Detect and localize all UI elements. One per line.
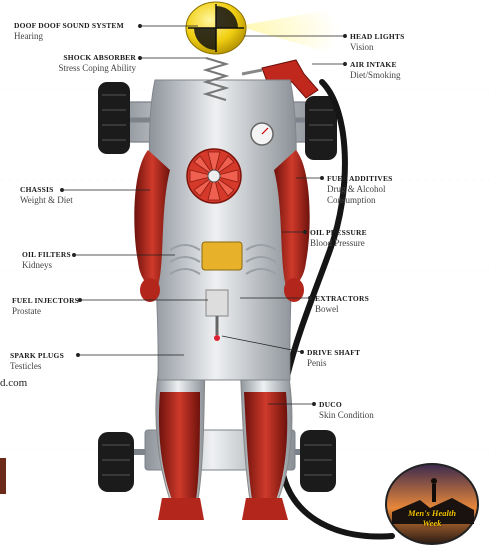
label-doof-doof-title: DOOF DOOF SOUND SYSTEM	[14, 20, 124, 31]
label-duco: DUCO Skin Condition	[319, 399, 374, 421]
label-fuel-injectors-title: FUEL INJECTORS	[12, 295, 79, 306]
label-drive-shaft-title: DRIVE SHAFT	[307, 347, 360, 358]
label-air-intake-sub: Diet/Smoking	[350, 70, 401, 81]
label-fuel-additives-title: FUEL ADDITIVES	[327, 173, 393, 184]
badge-line1: Men's Health	[408, 508, 456, 518]
crash-test-head	[186, 2, 246, 54]
label-duco-sub: Skin Condition	[319, 410, 374, 421]
label-fuel-injectors-sub: Prostate	[12, 306, 79, 317]
label-head-lights-sub: Vision	[350, 42, 405, 53]
label-oil-filters-sub: Kidneys	[22, 260, 71, 271]
label-chassis-title: CHASSIS	[20, 184, 73, 195]
badge-line2: Week	[423, 518, 442, 528]
label-extractors-sub: Bowel	[315, 304, 369, 315]
label-shock-absorber-title: SHOCK ABSORBER	[20, 52, 136, 63]
label-shock-absorber-sub: Stress Coping Ability	[20, 63, 136, 74]
label-head-lights-title: HEAD LIGHTS	[350, 31, 405, 42]
label-oil-pressure-sub: Blood Pressure	[310, 238, 367, 249]
label-spark-plugs: SPARK PLUGS Testicles	[10, 350, 64, 372]
left-edge-mark	[0, 458, 6, 494]
label-fuel-injectors: FUEL INJECTORS Prostate	[12, 295, 79, 317]
label-duco-title: DUCO	[319, 399, 374, 410]
label-spark-plugs-title: SPARK PLUGS	[10, 350, 64, 361]
badge-text: Men's Health Week	[384, 508, 480, 528]
label-drive-shaft-sub: Penis	[307, 358, 360, 369]
label-extractors: EXTRACTORS Bowel	[315, 293, 369, 315]
label-air-intake: AIR INTAKE Diet/Smoking	[350, 59, 401, 81]
mens-health-week-badge	[386, 464, 478, 544]
engine-fan	[187, 149, 241, 203]
label-doof-doof-sub: Hearing	[14, 31, 124, 42]
label-chassis: CHASSIS Weight & Diet	[20, 184, 73, 206]
label-oil-filters-title: OIL FILTERS	[22, 249, 71, 260]
label-fuel-additives-sub2: Consumption	[327, 195, 393, 206]
cropped-url-fragment: d.com	[0, 377, 27, 389]
headlight-beam	[238, 8, 340, 56]
label-spark-plugs-sub: Testicles	[10, 361, 64, 372]
torso	[149, 80, 296, 380]
label-oil-pressure-title: OIL PRESSURE	[310, 227, 367, 238]
label-fuel-additives-sub1: Drug & Alcohol	[327, 184, 393, 195]
label-fuel-additives: FUEL ADDITIVES Drug & Alcohol Consumptio…	[327, 173, 393, 206]
label-chassis-sub: Weight & Diet	[20, 195, 73, 206]
label-doof-doof: DOOF DOOF SOUND SYSTEM Hearing	[14, 20, 124, 42]
label-head-lights: HEAD LIGHTS Vision	[350, 31, 405, 53]
label-shock-absorber: SHOCK ABSORBER Stress Coping Ability	[20, 52, 136, 74]
pressure-gauge	[251, 123, 273, 145]
label-oil-pressure: OIL PRESSURE Blood Pressure	[310, 227, 367, 249]
label-air-intake-title: AIR INTAKE	[350, 59, 401, 70]
label-extractors-title: EXTRACTORS	[315, 293, 369, 304]
label-drive-shaft: DRIVE SHAFT Penis	[307, 347, 360, 369]
label-oil-filters: OIL FILTERS Kidneys	[22, 249, 71, 271]
